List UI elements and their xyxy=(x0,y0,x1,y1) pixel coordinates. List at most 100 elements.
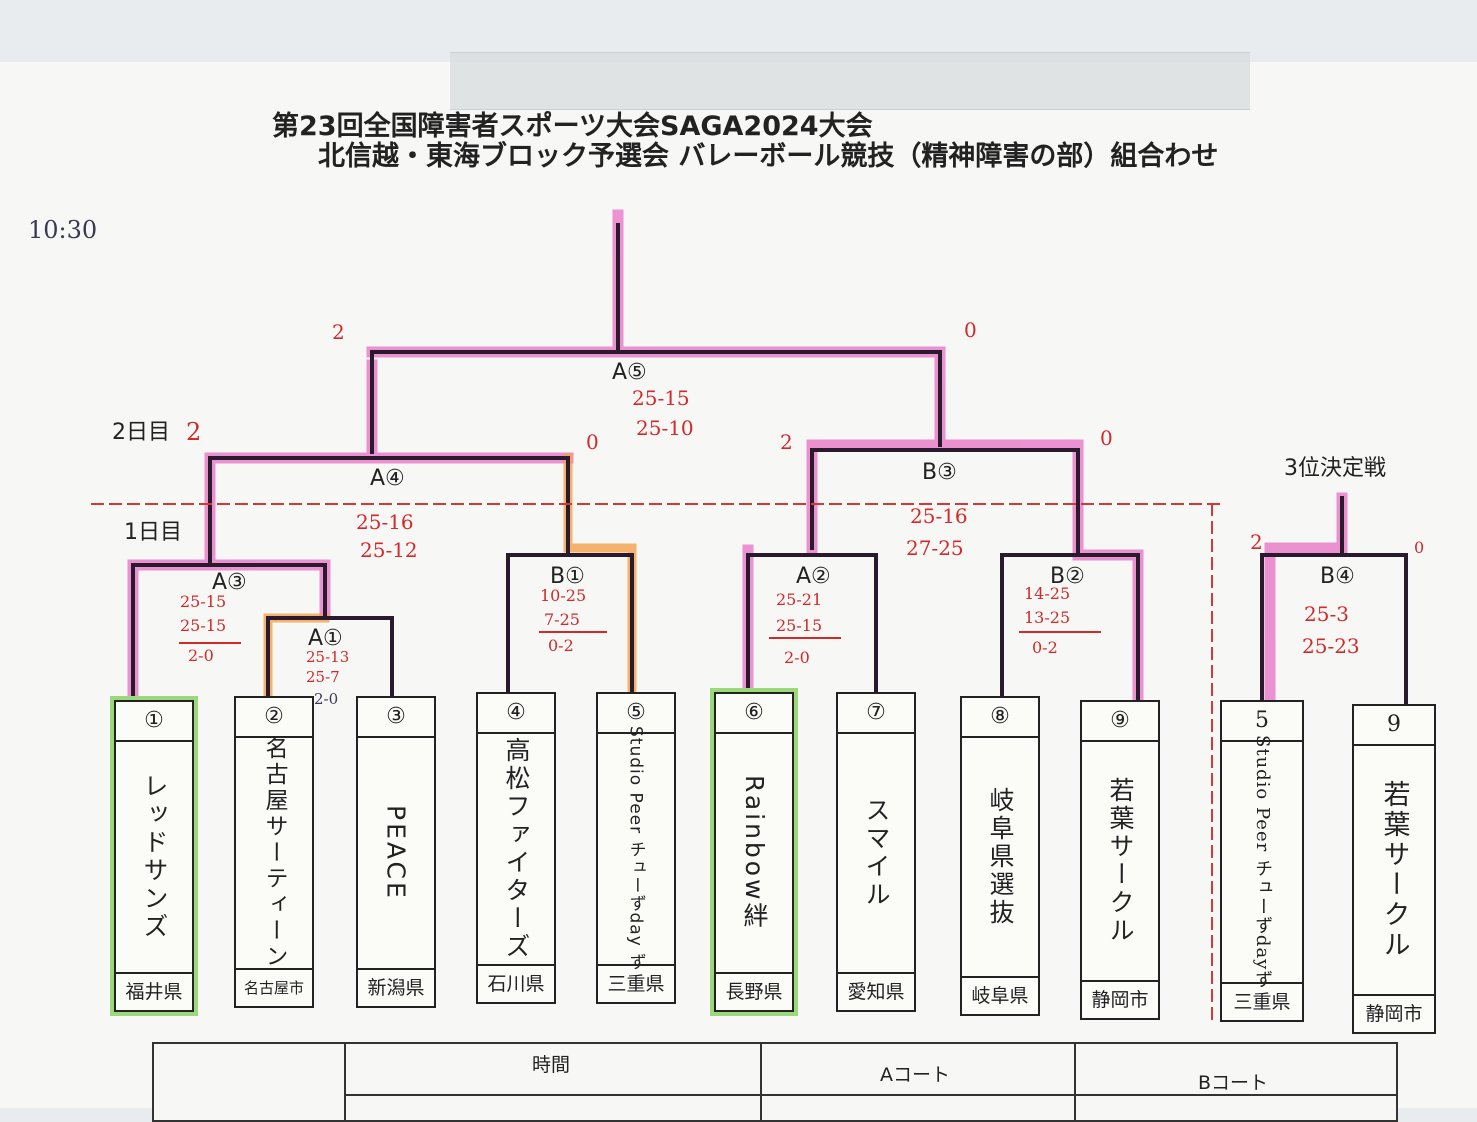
team-box-9: ⑨ 若葉サークル 静岡市 xyxy=(1080,700,1160,1020)
team-name: PEACE xyxy=(381,805,411,901)
team-name: 若葉サークル xyxy=(1106,777,1135,945)
match-b2-label: B② xyxy=(1050,564,1085,589)
a4-score-right: 0 xyxy=(586,430,599,454)
day1-label: 1日目 xyxy=(124,520,182,545)
team-prefecture: 石川県 xyxy=(478,964,554,1002)
a1-result: 2-0 xyxy=(314,690,339,708)
line-a2 xyxy=(746,553,878,694)
b4-set-1: 25-3 xyxy=(1304,602,1349,626)
team-prefecture: 愛知県 xyxy=(838,972,914,1010)
team-box-3: ③ PEACE 新潟県 xyxy=(356,696,436,1008)
team-prefecture: 静岡市 xyxy=(1354,994,1434,1032)
a1-set-2: 25-7 xyxy=(306,668,340,686)
team-prefecture: 名古屋市 xyxy=(236,968,312,1006)
team-name: レッドサンズ xyxy=(140,773,169,941)
b4-score-left: 2 xyxy=(1250,530,1263,554)
match-b3-label: B③ xyxy=(922,460,957,485)
hl-b2-right xyxy=(1072,549,1144,706)
team-box-6: ⑥ Rainbow絆 長野県 xyxy=(714,692,794,1012)
b1-set-2: 7-25 xyxy=(544,610,580,629)
a4-set-2: 25-12 xyxy=(360,538,418,562)
line-b2 xyxy=(1000,553,1140,702)
line-a1 xyxy=(266,616,394,698)
b3-score-left: 2 xyxy=(780,430,793,454)
team-name: 名古屋サーティーン xyxy=(261,736,287,970)
title-line-1: 第23回全国障害者スポーツ大会SAGA2024大会 xyxy=(272,111,873,142)
team-number: ⑧ xyxy=(962,698,1038,738)
line-b1 xyxy=(506,553,634,694)
match-b1-label: B① xyxy=(550,564,585,589)
team-number: ⑦ xyxy=(838,694,914,734)
third-place-label: 3位決定戦 xyxy=(1284,456,1386,481)
match-a2-label: A② xyxy=(796,564,831,589)
b3-set-2: 27-25 xyxy=(906,536,964,560)
b4-set-2: 25-23 xyxy=(1302,634,1360,658)
team-number: ④ xyxy=(478,694,554,734)
a4-set-1: 25-16 xyxy=(356,510,414,534)
time-note: 10:30 xyxy=(28,216,98,244)
team-box-4: ④ 高松ファイターズ 石川県 xyxy=(476,692,556,1004)
a2-set-2: 25-15 xyxy=(776,616,823,635)
team-prefecture: 新潟県 xyxy=(358,968,434,1006)
team-name: 岐阜県選抜 xyxy=(986,787,1015,927)
team-name: 高松ファイターズ xyxy=(502,737,531,961)
team-prefecture: 長野県 xyxy=(716,972,792,1010)
a4-score-left: 2 xyxy=(186,418,202,446)
b4-score-right: 0 xyxy=(1414,538,1425,557)
team-box-7: ⑦ スマイル 愛知県 xyxy=(836,692,916,1012)
team-box-5: ⑤ Studio Peer チューずday ず 三重県 xyxy=(596,692,676,1004)
team-name: Studio Peer チューずdayず xyxy=(1252,734,1273,990)
match-a5-label: A⑤ xyxy=(612,360,647,385)
team-name: スマイル xyxy=(862,797,891,909)
team-prefecture: 岐阜県 xyxy=(962,976,1038,1014)
schedule-col-time: 時間 xyxy=(532,1054,571,1076)
team-name: Rainbow絆 xyxy=(740,775,769,931)
a5-score-right: 0 xyxy=(964,318,977,342)
a5-score-left: 2 xyxy=(332,320,345,344)
day2-label: 2日目 xyxy=(112,420,170,445)
team-number: ⑤ xyxy=(598,694,674,734)
team-number: ⑨ xyxy=(1082,702,1158,742)
team-prefecture: 三重県 xyxy=(598,964,674,1002)
team-number: ③ xyxy=(358,698,434,738)
match-a4-label: A④ xyxy=(370,466,405,491)
b2-set-2: 13-25 xyxy=(1024,608,1071,627)
team-box-third-5: 5 Studio Peer チューずdayず 三重県 xyxy=(1220,700,1304,1022)
b3-set-1: 25-16 xyxy=(910,504,968,528)
match-a1-label: A① xyxy=(308,626,343,651)
a1-set-1: 25-13 xyxy=(306,648,350,666)
a5-set-1: 25-15 xyxy=(632,386,690,410)
a2-result: 2-0 xyxy=(784,648,810,667)
team-number: ⑥ xyxy=(716,694,792,734)
line-b4 xyxy=(1260,553,1408,706)
team-box-1: ① レッドサンズ 福井県 xyxy=(114,700,194,1012)
team-box-8: ⑧ 岐阜県選抜 岐阜県 xyxy=(960,696,1040,1016)
team-box-third-9: 9 若葉サークル 静岡市 xyxy=(1352,704,1436,1034)
schedule-col-a-court: Aコート xyxy=(880,1064,950,1086)
a3-set-1: 25-15 xyxy=(180,592,227,611)
b1-result: 0-2 xyxy=(548,636,574,655)
team-prefecture: 三重県 xyxy=(1222,982,1302,1020)
b1-set-1: 10-25 xyxy=(540,586,587,605)
match-a3-label: A③ xyxy=(212,570,247,595)
team-box-2: ② 名古屋サーティーン 名古屋市 xyxy=(234,696,314,1008)
match-b4-label: B④ xyxy=(1320,564,1355,589)
title-line-2: 北信越・東海ブロック予選会 バレーボール競技（精神障害の部）組合わせ xyxy=(318,141,1219,172)
line-b3 xyxy=(810,448,1080,557)
team-number: 5 xyxy=(1222,702,1302,742)
team-number: ① xyxy=(116,702,192,742)
a3-result: 2-0 xyxy=(188,646,214,665)
b2-result: 0-2 xyxy=(1032,638,1058,657)
team-prefecture: 静岡市 xyxy=(1082,980,1158,1018)
a3-set-2: 25-15 xyxy=(180,616,227,635)
team-number: 9 xyxy=(1354,706,1434,746)
b3-score-right: 0 xyxy=(1100,426,1113,450)
line-a3 xyxy=(131,563,327,702)
team-name: 若葉サークル xyxy=(1378,780,1410,960)
schedule-col-b-court: Bコート xyxy=(1198,1072,1269,1094)
adhesive-tape xyxy=(450,52,1250,110)
line-a5 xyxy=(370,350,942,454)
team-name: Studio Peer チューずday ず xyxy=(625,726,646,972)
a2-set-1: 25-21 xyxy=(776,590,823,609)
